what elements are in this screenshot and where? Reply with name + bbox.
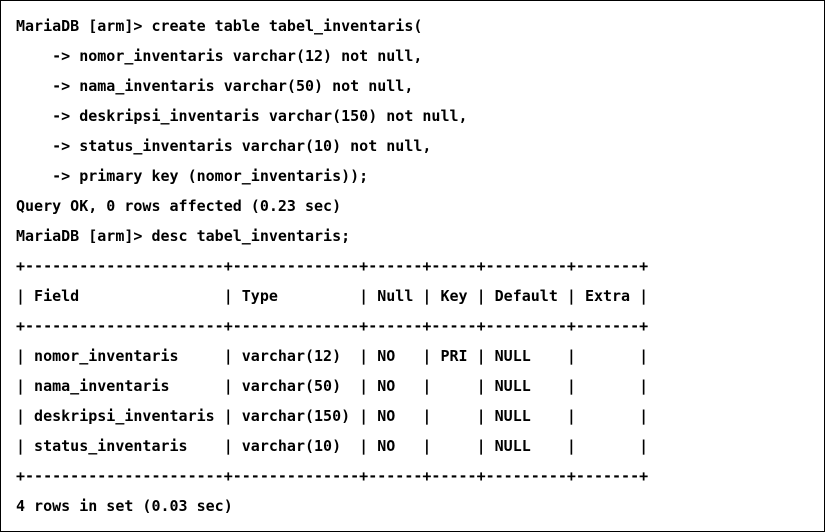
table-header-row: | Field | Type | Null | Key | Default | … [16,287,649,305]
table-row: | deskripsi_inventaris | varchar(150) | … [16,407,649,425]
sql-continuation-line: -> primary key (nomor_inventaris)); [16,167,369,185]
table-border: +----------------------+--------------+-… [16,317,649,335]
sql-continuation-line: -> nama_inventaris varchar(50) not null, [16,77,414,95]
table-row: | nama_inventaris | varchar(50) | NO | |… [16,377,649,395]
table-border: +----------------------+--------------+-… [16,257,649,275]
table-row: | status_inventaris | varchar(10) | NO |… [16,437,649,455]
sql-continuation-line: -> deskripsi_inventaris varchar(150) not… [16,107,468,125]
query-result-message: Query OK, 0 rows affected (0.23 sec) [16,197,342,215]
table-row: | nomor_inventaris | varchar(12) | NO | … [16,347,649,365]
prompt-desc-table: MariaDB [arm]> desc tabel_inventaris; [16,227,351,245]
table-border: +----------------------+--------------+-… [16,467,649,485]
sql-continuation-line: -> status_inventaris varchar(10) not nul… [16,137,432,155]
prompt-create-table: MariaDB [arm]> create table tabel_invent… [16,17,423,35]
sql-continuation-line: -> nomor_inventaris varchar(12) not null… [16,47,423,65]
rows-in-set-message: 4 rows in set (0.03 sec) [16,497,233,515]
